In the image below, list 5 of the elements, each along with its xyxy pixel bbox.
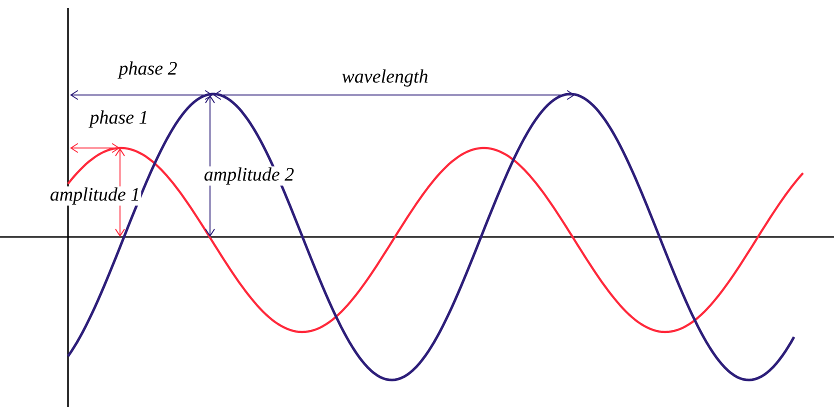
dimension-label: phase 2 xyxy=(118,60,178,80)
dimension-label: amplitude 2 xyxy=(202,166,296,186)
dimension-label: phase 1 xyxy=(88,109,150,129)
dimension-label: amplitude 1 xyxy=(48,186,142,206)
dimension-label: wavelength xyxy=(340,68,430,88)
